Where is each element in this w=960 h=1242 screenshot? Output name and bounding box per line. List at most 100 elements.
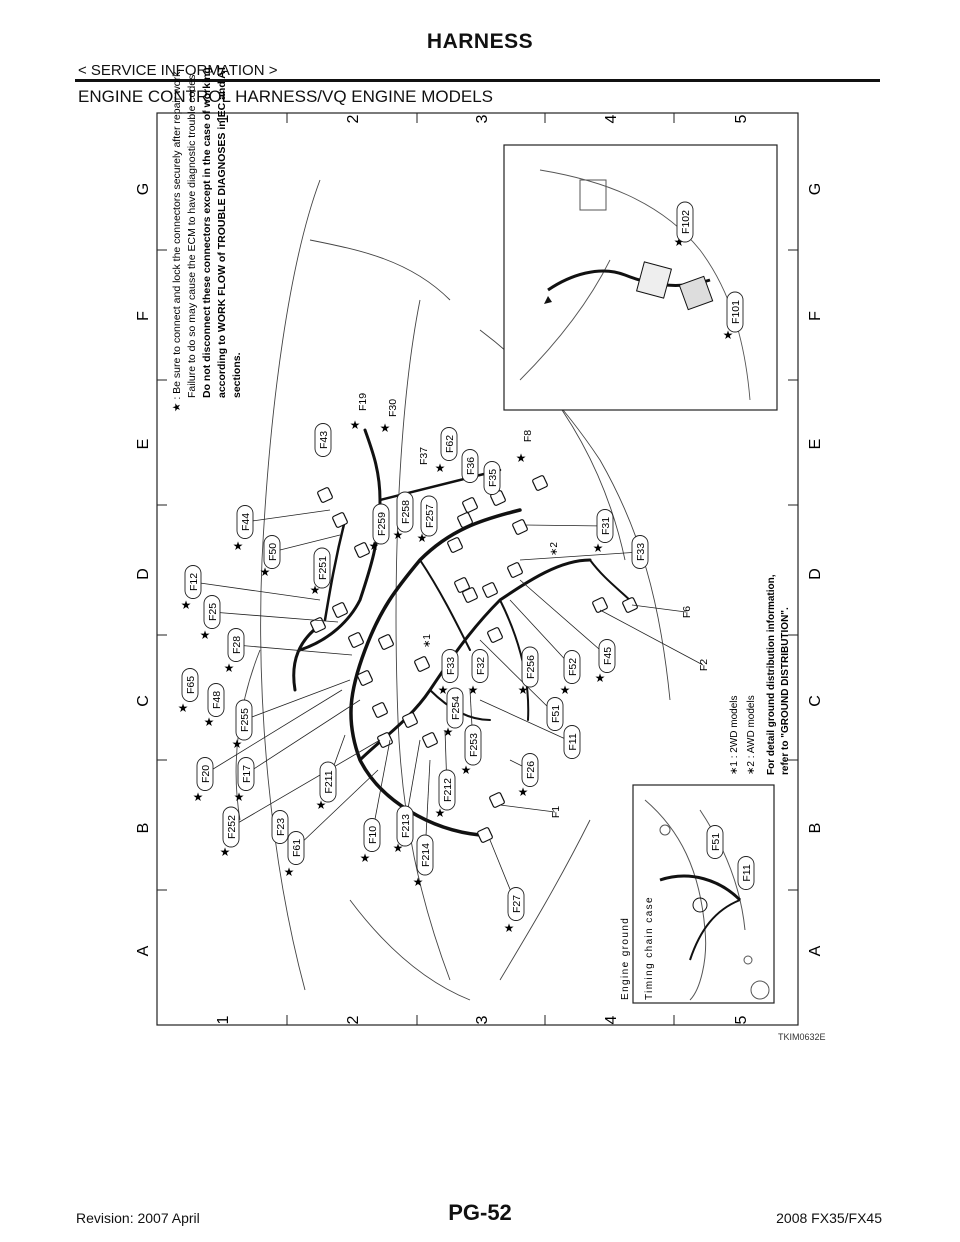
connector-id: F32	[475, 657, 487, 675]
connector-label-f10: F10	[363, 818, 381, 852]
connector-label-f43: F43	[314, 423, 332, 457]
breadcrumb: < SERVICE INFORMATION >	[78, 62, 278, 79]
grid-letter-g-left: G	[135, 183, 152, 195]
grid-letter-d-left: D	[135, 568, 152, 580]
locking-star-icon: ★	[518, 785, 529, 799]
connector-id: F8	[522, 430, 534, 442]
connector-label-f36: F36	[461, 449, 479, 483]
connector-shapes: ★★★★★★★★★★★★★★★★★★★★★★★★★★★★★★★★★★★★★	[178, 235, 734, 935]
connector-label-f8: F8	[522, 430, 534, 442]
locking-star-icon: ★	[193, 790, 204, 804]
locking-star-icon: ★	[232, 737, 243, 751]
connector-label-f44: F44	[236, 505, 254, 539]
inset-bottom	[632, 784, 775, 1004]
grid-letter-b-right: B	[807, 823, 824, 834]
locking-star-icon: ★	[200, 628, 211, 642]
locking-star-icon: ★	[443, 725, 454, 739]
connector-id: F1	[550, 806, 562, 818]
locking-star-icon: ★	[504, 921, 515, 935]
locking-star-icon: ★	[310, 583, 321, 597]
header-divider	[75, 79, 880, 82]
connector-label-f26: F26	[521, 753, 539, 787]
notes-block: ★ : Be sure to connect and lock the conn…	[171, 65, 791, 1000]
note-ground-1: For detail ground distribution informati…	[766, 574, 777, 775]
grid-letter-f-right: F	[807, 311, 824, 321]
inset-top	[503, 144, 778, 411]
locking-star-icon: ★	[380, 421, 391, 435]
connector-id: F61	[291, 839, 303, 857]
mark-star2: ∗2	[549, 542, 560, 556]
connector-label-f62: F62	[440, 427, 458, 461]
connector-id: F211	[323, 770, 335, 793]
connector-label-f51: F51	[706, 825, 724, 859]
locking-star-icon: ★	[435, 461, 446, 475]
connector-id: F12	[188, 573, 200, 591]
locking-star-icon: ★	[518, 683, 529, 697]
connector-id: F37	[418, 447, 430, 465]
connector-id: F26	[525, 761, 537, 779]
connector-id: F255	[239, 708, 251, 732]
locking-star-icon: ★	[369, 539, 380, 553]
footer-model: 2008 FX35/FX45	[776, 1210, 882, 1226]
connector-label-f11: F11	[563, 725, 581, 759]
connector-id: F43	[318, 431, 330, 449]
note-awd: ∗2 : AWD models	[746, 695, 757, 775]
locking-star-icon: ★	[204, 715, 215, 729]
note-line-2: Failure to do so may cause the ECM to ha…	[186, 72, 198, 398]
connector-id: F11	[741, 864, 753, 881]
connector-id: F62	[444, 435, 456, 453]
locking-star-icon: ★	[516, 451, 527, 465]
connector-label-f259: F259	[372, 503, 390, 545]
connector-id: F31	[600, 517, 612, 535]
connector-label-f12: F12	[184, 565, 202, 599]
connector-label-f65: F65	[181, 668, 199, 702]
connector-id: F19	[357, 393, 369, 411]
connector-id: F258	[400, 500, 412, 524]
connector-id: F48	[211, 691, 223, 709]
connector-label-f252: F252	[222, 806, 240, 848]
connector-id: F20	[200, 765, 212, 783]
connector-label-f50: F50	[263, 535, 281, 569]
connector-label-f17: F17	[237, 757, 255, 791]
connector-label-f35: F35	[483, 461, 501, 495]
connector-id: F44	[240, 513, 252, 531]
connector-id: F256	[525, 655, 537, 679]
locking-star-icon: ★	[260, 565, 271, 579]
note-line-5: sections.	[231, 352, 243, 398]
connector-id: F10	[367, 826, 379, 844]
note-ground-2: refer to "GROUND DISTRIBUTION".	[780, 607, 791, 775]
connector-label-f31: F31	[596, 509, 614, 543]
grid-letter-d-right: D	[807, 568, 824, 580]
grid-number-2-bottom: 2	[345, 1015, 362, 1024]
connector-id: F2	[698, 659, 710, 671]
connector-label-f45: F45	[598, 639, 616, 673]
locking-star-icon: ★	[233, 539, 244, 553]
connector-id: F50	[267, 543, 279, 561]
grid-letter-c-right: C	[807, 695, 824, 707]
mark-star1: ∗1	[422, 634, 433, 648]
connector-id: F214	[420, 843, 432, 867]
connector-label-f32: F32	[471, 649, 489, 683]
grid-number-5-top: 5	[733, 114, 750, 123]
connector-id: F33	[635, 543, 647, 561]
connector-id: F23	[275, 818, 287, 836]
grid-letter-e-left: E	[135, 439, 152, 450]
connector-label-f251: F251	[313, 547, 331, 589]
note-line-1: ★ : Be sure to connect and lock the conn…	[171, 69, 183, 412]
locking-star-icon: ★	[284, 865, 295, 879]
connector-label-f214: F214	[416, 834, 434, 876]
page-title: HARNESS	[426, 30, 534, 53]
connector-label-f213: F213	[396, 805, 414, 847]
note-2wd: ∗1 : 2WD models	[729, 695, 740, 775]
grid-number-4-top: 4	[603, 114, 620, 123]
connector-label-f101: F101	[726, 291, 744, 333]
connector-label-f33: F33	[441, 649, 459, 683]
connector-id: F101	[730, 300, 742, 324]
grid-number-2-top: 2	[345, 114, 362, 123]
connector-id: F25	[207, 603, 219, 621]
locking-star-icon: ★	[461, 763, 472, 777]
connector-label-f257: F257	[420, 495, 438, 537]
connector-label-f52: F52	[563, 650, 581, 684]
